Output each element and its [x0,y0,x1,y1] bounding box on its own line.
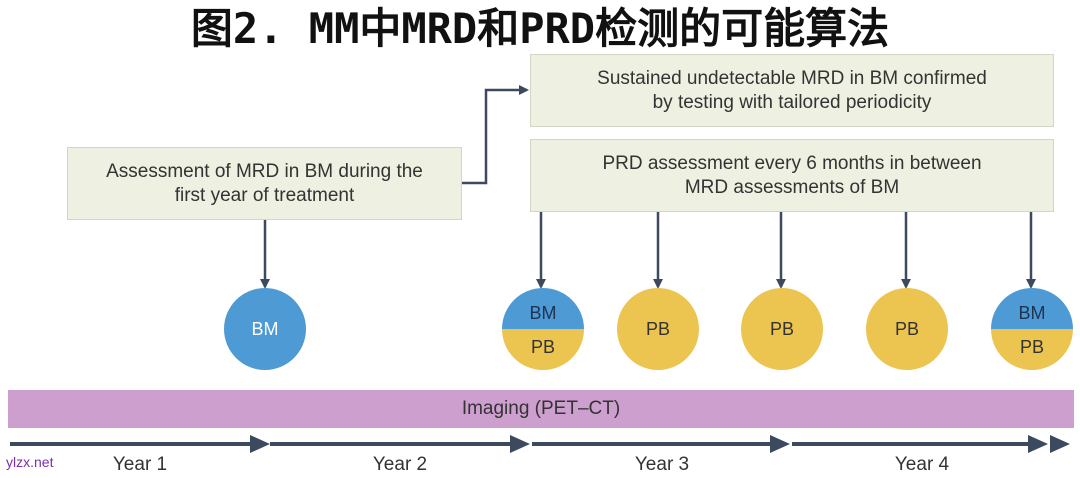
circle-label: PB [645,319,670,339]
circle-label: PB [769,319,794,339]
year-1-label: Year 1 [112,454,168,475]
prd-box: PRD assessment every 6 months in between… [530,139,1054,212]
imaging-bar: Imaging (PET–CT) [8,390,1074,428]
assessment-line2: first year of treatment [174,184,355,206]
circle-bottom-half: PB [502,329,584,370]
sustained-box: Sustained undetectable MRD in BM confirm… [530,54,1054,127]
year-2-label: Year 2 [372,454,428,475]
elbow-arrow [462,85,529,185]
assessment-line1: Assessment of MRD in BM during the [106,160,423,182]
prd-line1: PRD assessment every 6 months in between [602,152,982,174]
year-3-label: Year 3 [634,454,690,475]
sustained-line2: by testing with tailored periodicity [652,91,932,113]
watermark: ylzx.net [6,454,54,470]
assessment-box: Assessment of MRD in BM during the first… [67,147,462,220]
circle-bottom-half: PB [991,329,1073,370]
circle-pb-2: PB [741,288,823,370]
circle-pb-1: PB [617,288,699,370]
circle-label: PB [894,319,919,339]
year-4-label: Year 4 [894,454,950,475]
timeline [10,435,1070,453]
circle-bm-pb-2: BM PB [991,288,1073,370]
circle-top-half: BM [991,288,1073,329]
prd-line2: MRD assessments of BM [684,176,900,198]
circle-bm-pb-1: BM PB [502,288,584,370]
circle-bm-year1: BM [224,288,306,370]
circle-top-label: BM [1018,303,1046,323]
circle-pb-3: PB [866,288,948,370]
circle-bottom-label: PB [530,337,555,357]
sustained-line1: Sustained undetectable MRD in BM confirm… [597,67,987,89]
circle-label: BM [251,319,279,339]
circle-bottom-label: PB [1019,337,1044,357]
circle-top-half: BM [502,288,584,329]
figure-title: 图2. MM中MRD和PRD检测的可能算法 [190,4,890,53]
circle-top-label: BM [529,303,557,323]
